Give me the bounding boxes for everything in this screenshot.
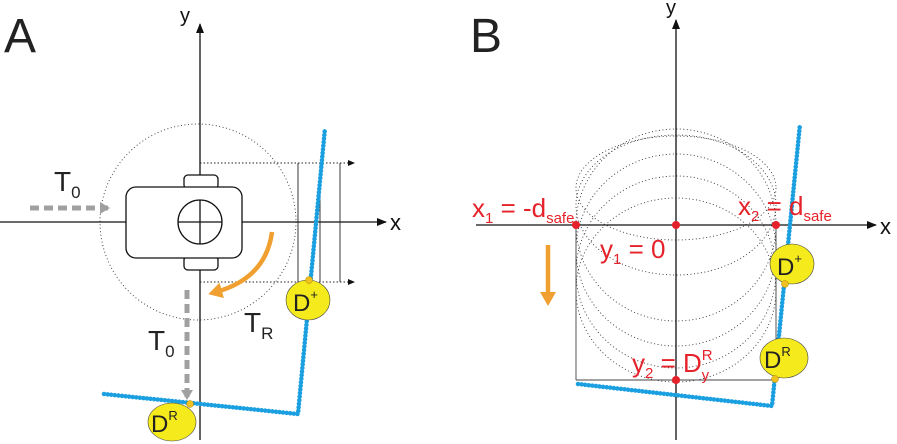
panel-b-d-r-marker: DR	[759, 337, 809, 383]
panel-a-y-label: y	[180, 5, 190, 27]
panel-b-x2-label: x2 = dsafe	[738, 191, 832, 225]
panel-b-d-r-label: DR	[764, 344, 791, 374]
panel-a-letter: A	[4, 10, 36, 63]
panel-a-d-r-label: DR	[151, 408, 178, 438]
panel-b-y-label: y	[666, 0, 676, 19]
panel-a-safety-circle	[99, 123, 297, 321]
panel-a-wall	[101, 125, 328, 417]
panel-b-point-x2	[772, 221, 780, 229]
panel-a-x-label: x	[390, 210, 401, 235]
panel-a-tr-label: TR	[244, 307, 273, 343]
panel-a-t0-down-label: T0	[148, 325, 175, 361]
panel-b-y1-label: y1 = 0	[600, 234, 665, 268]
panel-a-d-plus-label: D+	[293, 287, 318, 317]
robot-icon	[125, 174, 243, 271]
panel-b-x-label: x	[880, 214, 891, 239]
panel-a-t0-left-label: T0	[54, 166, 81, 202]
panel-b: B x y x1 = -dsafe	[470, 0, 891, 440]
panel-b-x1-label: x1 = -dsafe	[472, 193, 574, 227]
panel-a: A x y T0 T0	[0, 5, 401, 442]
panel-b-letter: B	[470, 10, 502, 63]
panel-b-point-x1	[572, 221, 580, 229]
panel-b-d-plus-marker: D+	[769, 243, 815, 288]
panel-b-point-y2	[672, 376, 680, 384]
panel-a-rotation-arrow	[208, 231, 275, 299]
panel-a-d-plus-marker: D+	[285, 276, 331, 321]
panel-b-point-y1	[672, 221, 680, 229]
panel-b-wall	[575, 121, 803, 409]
panel-b-d-plus-label: D+	[777, 251, 802, 281]
panel-a-d-r-marker: DR	[147, 400, 197, 442]
